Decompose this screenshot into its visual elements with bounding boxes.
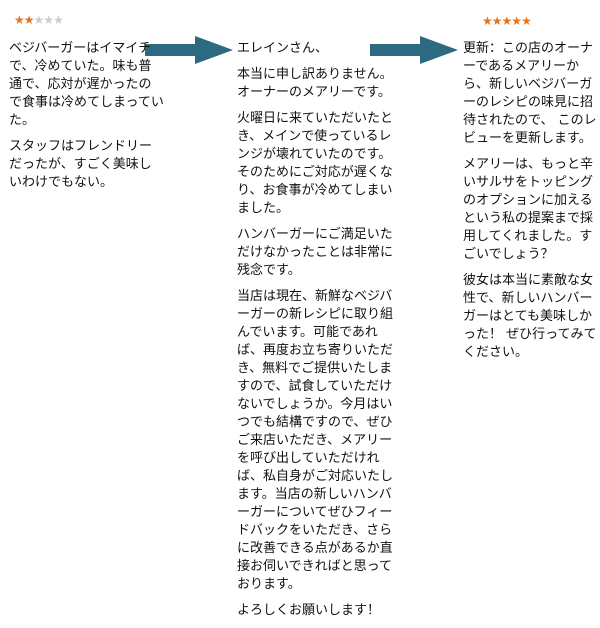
arrow-right-icon [145, 36, 233, 64]
reply-paragraph: エレインさん、 [237, 41, 329, 56]
star-filled-icon: ★ [521, 14, 532, 28]
review-paragraph: スタッフはフレンドリーだったが、すごく美味しいわけでもない。 [9, 139, 153, 190]
star-filled-icon: ★ [14, 13, 25, 27]
review-paragraph: メアリーは、もっと辛いサルサをトッピングのオプションに加えるという私の提案まで採… [463, 157, 594, 262]
star-filled-icon: ★ [482, 14, 493, 28]
review-paragraph: 彼女は本当に素敵な女性で、新しいハンバーガーはとても美味しかった！ ぜひ行ってみ… [463, 273, 597, 360]
star-filled-icon: ★ [23, 13, 35, 27]
review-paragraph: ベジバーガーはイマイチで、冷めていた。味も普通で、応対が遅かったので食事は冷めて… [9, 41, 164, 128]
star-empty-icon: ★ [53, 13, 64, 27]
original-review: ベジバーガーはイマイチで、冷めていた。味も普通で、応対が遅かったので食事は冷めて… [9, 40, 164, 200]
reply-paragraph: よろしくお願いします！ [237, 603, 381, 618]
star-filled-icon: ★ [511, 14, 522, 28]
owner-reply: エレインさん、 本当に申し訳ありません。オーナーのメアリーです。 火曜日に来てい… [237, 40, 403, 628]
star-filled-icon: ★ [501, 14, 513, 28]
rating-stars-updated: ★★★★★ [482, 14, 532, 28]
reply-paragraph: 火曜日に来ていただいたとき、メインで使っているレンジが壊れていたのです。そのため… [237, 111, 394, 216]
rating-stars-original: ★★★★★ [14, 13, 64, 27]
reply-paragraph: ハンバーガーにご満足いただけなかったことは非常に残念です。 [237, 227, 394, 278]
star-empty-icon: ★ [43, 13, 54, 27]
reply-paragraph: 本当に申し訳ありません。オーナーのメアリーです。 [237, 67, 393, 100]
review-paragraph: 更新：この店のオーナーであるメアリーから、新しいベジバーガーのレシピの味見に招待… [463, 41, 597, 146]
arrow-right-icon [370, 36, 458, 64]
reply-paragraph: 当店は現在、新鮮なベジバーガーの新レシピに取り組んでいます。可能であれば、再度お… [237, 289, 394, 592]
updated-review: 更新：この店のオーナーであるメアリーから、新しいベジバーガーのレシピの味見に招待… [463, 40, 597, 370]
star-filled-icon: ★ [491, 14, 503, 28]
star-empty-icon: ★ [33, 13, 45, 27]
